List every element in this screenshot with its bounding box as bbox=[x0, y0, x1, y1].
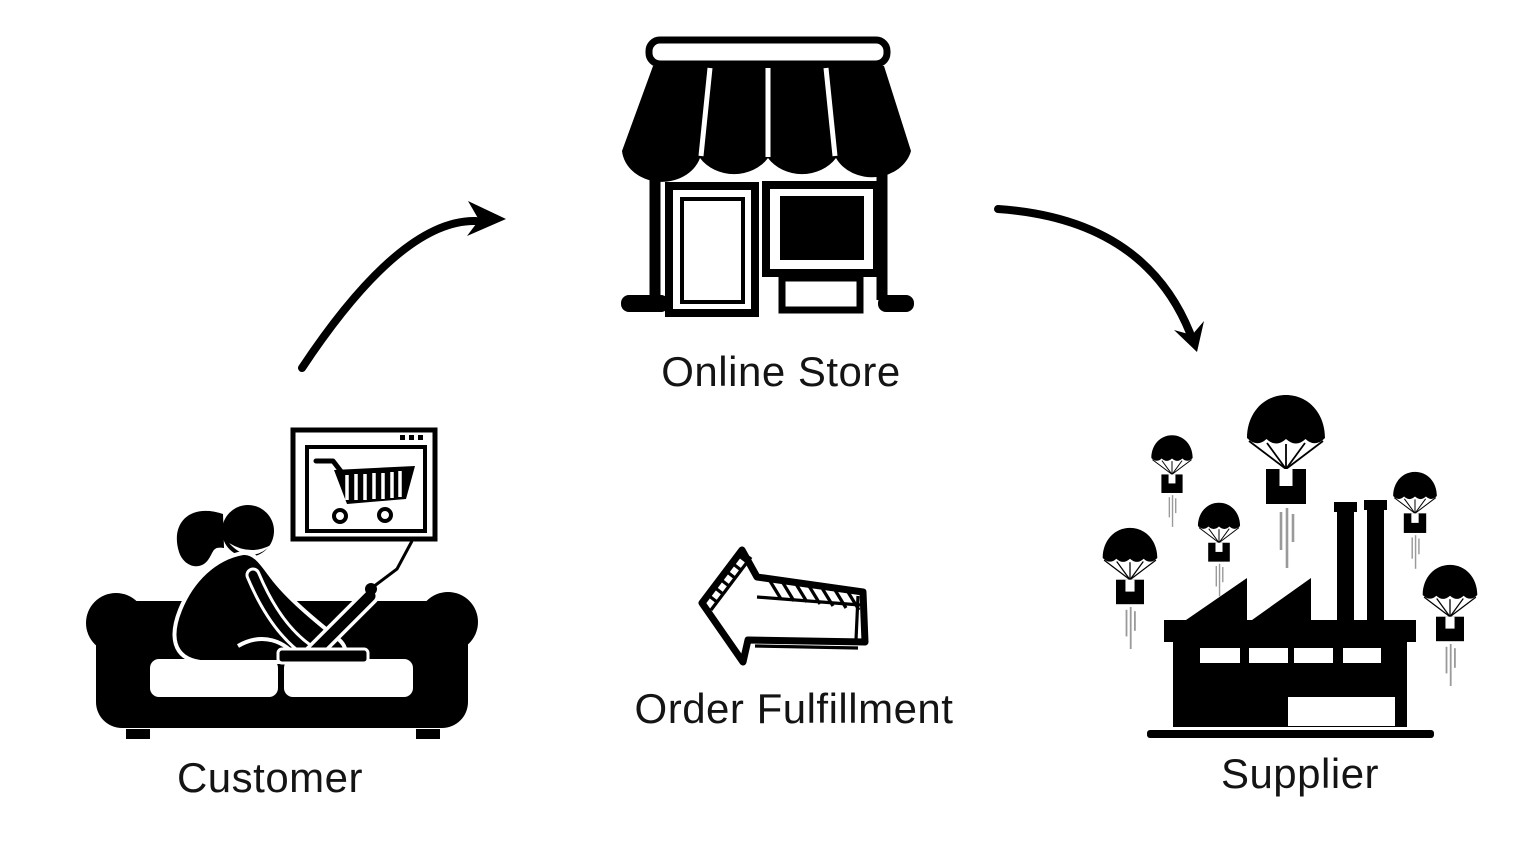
parachute-package-icon bbox=[1197, 502, 1241, 597]
head bbox=[222, 505, 274, 557]
store-window bbox=[762, 181, 881, 277]
factory-with-parachute-packages-icon bbox=[1101, 393, 1479, 738]
ground-line bbox=[1147, 730, 1434, 738]
parachute-package-icon bbox=[1150, 434, 1194, 528]
arm bbox=[248, 570, 312, 655]
order-fulfillment-arrow-icon bbox=[698, 546, 869, 666]
smile bbox=[229, 543, 271, 556]
store-frame bbox=[621, 172, 914, 312]
ponytail bbox=[176, 510, 224, 567]
chimney bbox=[1364, 500, 1387, 624]
parachute-package-icon bbox=[1392, 471, 1438, 570]
couch-cushion bbox=[150, 659, 278, 697]
sawtooth-roof bbox=[1186, 578, 1247, 620]
store-sign bbox=[778, 274, 864, 314]
callout-line bbox=[365, 540, 414, 595]
factory-door bbox=[1288, 697, 1395, 726]
laptop-base bbox=[276, 647, 370, 665]
sketch-hatching bbox=[707, 553, 861, 650]
store-door bbox=[665, 182, 759, 317]
chimney bbox=[1334, 502, 1357, 624]
storefront-icon bbox=[621, 36, 914, 317]
parachute-package-icon bbox=[1245, 393, 1327, 570]
laptop-icon bbox=[276, 587, 379, 666]
order-fulfillment-label: Order Fulfillment bbox=[634, 685, 954, 732]
store-top-bar bbox=[645, 36, 891, 68]
customer-label: Customer bbox=[176, 754, 364, 801]
arrow-store-to-supplier bbox=[994, 205, 1204, 352]
store-awning bbox=[622, 66, 911, 182]
parachute-package-icon bbox=[1421, 563, 1479, 687]
factory-building bbox=[1147, 500, 1434, 738]
parachute-package-icon bbox=[1101, 526, 1159, 650]
couch-cushion bbox=[284, 659, 413, 697]
sawtooth-roof bbox=[1252, 578, 1311, 620]
supplier-label: Supplier bbox=[1220, 750, 1380, 797]
factory-windows bbox=[1200, 648, 1381, 663]
online-store-label: Online Store bbox=[661, 348, 901, 395]
laptop-screen bbox=[303, 590, 376, 663]
customer-on-couch-with-laptop-icon bbox=[86, 427, 478, 739]
browser-window bbox=[290, 427, 438, 542]
browser-menu-dots bbox=[400, 435, 423, 440]
arrow-customer-to-store bbox=[298, 201, 506, 372]
shopping-cart-icon bbox=[313, 458, 415, 524]
